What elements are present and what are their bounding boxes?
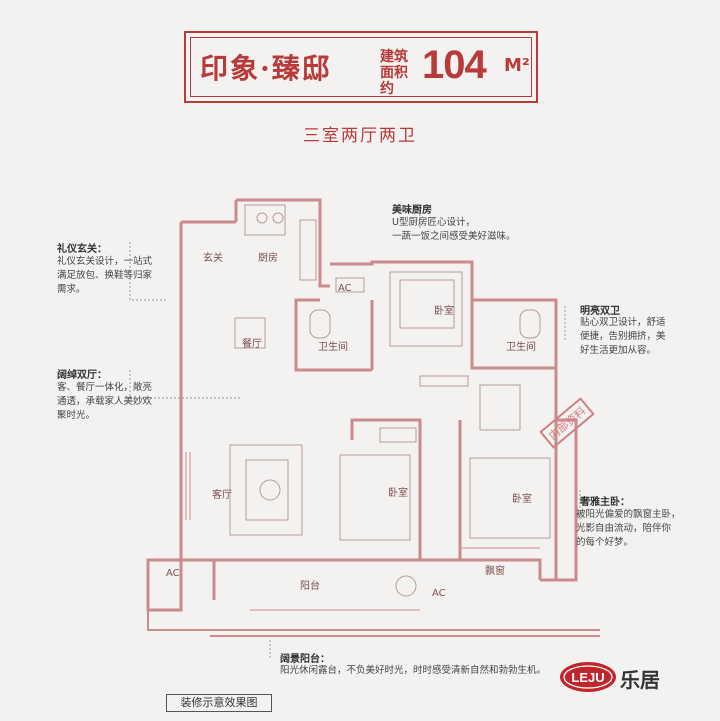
ac-unit-2: AC bbox=[166, 568, 180, 579]
room-bath-2: 卫生间 bbox=[506, 342, 536, 353]
room-living: 客厅 bbox=[212, 490, 232, 501]
area-value: 104 bbox=[422, 43, 487, 87]
annotation-master-bedroom-title: 奢雅主卧： bbox=[580, 497, 630, 508]
room-bath-1: 卫生间 bbox=[318, 342, 348, 353]
room-bedroom-1: 卧室 bbox=[434, 306, 454, 317]
annotation-balcony-title: 阔景阳台： bbox=[280, 654, 330, 665]
ac-unit-3: AC bbox=[432, 588, 446, 599]
caption: 装修示意效果图 bbox=[166, 694, 272, 712]
area-label: 建筑面积约 bbox=[380, 49, 408, 97]
annotation-bath-title: 明亮双卫 bbox=[580, 306, 620, 317]
layout-label: 三室两厅两卫 bbox=[303, 126, 417, 146]
leju-logo-icon: LEJU bbox=[560, 662, 616, 692]
room-dining: 餐厅 bbox=[242, 339, 262, 350]
ac-unit-1: AC bbox=[338, 283, 352, 294]
brand-logo-text: LEJU bbox=[571, 670, 604, 685]
room-xuanguan: 玄关 bbox=[203, 253, 223, 264]
title-box: 印象·臻邸 建筑面积约 104 M² bbox=[184, 31, 538, 103]
annotation-entry-title: 礼仪玄关： bbox=[57, 244, 107, 255]
room-balcony: 阳台 bbox=[300, 581, 320, 592]
annotation-living-text: 客、餐厅一体化，敞亮通透，承载家人美妙欢聚时光。 bbox=[57, 382, 153, 421]
annotation-living-title: 阔绰双厅： bbox=[57, 370, 107, 381]
room-bedroom-3: 卧室 bbox=[512, 494, 532, 505]
annotation-kitchen-title: 美味厨房 bbox=[392, 205, 432, 216]
annotation-balcony-text: 阳光休闲露台，不负美好时光，时时感受清新自然和勃勃生机。 bbox=[280, 665, 547, 676]
brand-name: 乐居 bbox=[620, 668, 660, 692]
room-bay-window: 飘窗 bbox=[485, 566, 505, 577]
annotation-bath-text: 贴心双卫设计，舒适便捷，告别拥挤，美好生活更加从容。 bbox=[580, 317, 666, 356]
project-title: 印象·臻邸 bbox=[200, 52, 332, 85]
area-unit: M² bbox=[504, 55, 530, 76]
annotation-master-bedroom-text: 被阳光偏爱的飘窗主卧，光影自由流动，陪伴你的每个好梦。 bbox=[576, 509, 681, 548]
room-kitchen: 厨房 bbox=[258, 253, 278, 264]
annotation-kitchen-text: U型厨房匠心设计，一蔬一饭之间感受美好滋味。 bbox=[392, 217, 516, 242]
room-bedroom-2: 卧室 bbox=[388, 488, 408, 499]
annotation-entry-text: 礼仪玄关设计，一站式满足放包、换鞋等归家需求。 bbox=[57, 256, 153, 295]
